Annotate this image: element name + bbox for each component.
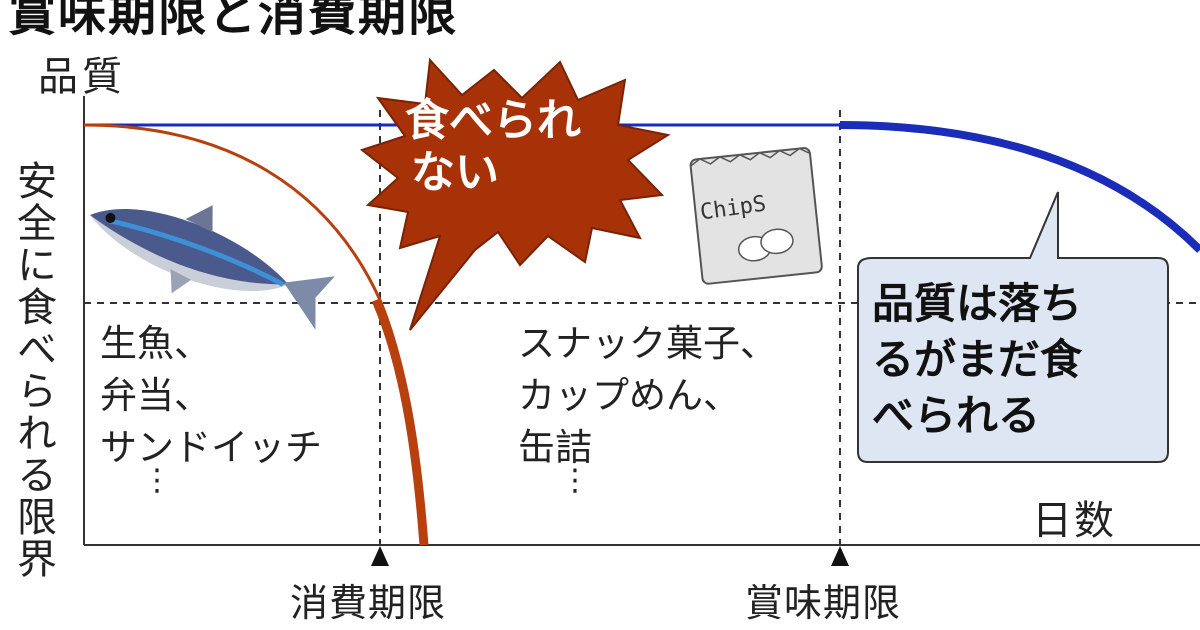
callout-line: るがまだ食 [872, 335, 1083, 384]
list-item: カップめん、 [518, 374, 740, 417]
chips-bag-icon [689, 147, 823, 285]
list-item: スナック菓子、 [518, 322, 777, 365]
list-item: 弁当、 [100, 374, 211, 417]
callout-line: 食べられ [405, 95, 581, 146]
shelf-stable-examples: スナック菓子、 カップめん、 缶詰 ⋮ [518, 318, 777, 498]
safe-limit-label: 安全に食べられる限界 [10, 160, 56, 580]
fresh-quality-curve-bold [371, 298, 429, 546]
callout-line: 品質は落ち [872, 279, 1083, 328]
cannot-eat-callout-text: 食べられ ない [405, 95, 581, 199]
more-indicator: ⋮ [142, 463, 172, 498]
list-item: 缶詰 [518, 426, 592, 469]
quality-callout-shape [857, 191, 1169, 463]
list-item: サンドイッチ [100, 426, 322, 469]
callout-line: べられる [872, 391, 1041, 440]
fresh-food-examples: 生魚、 弁当、 サンドイッチ ⋮ [100, 318, 322, 498]
consume-by-label: 消費期限 [290, 581, 447, 625]
best-before-tick [831, 546, 849, 566]
best-before-label: 賞味期限 [745, 581, 902, 625]
shelf-quality-decline [839, 121, 1200, 253]
more-indicator: ⋮ [560, 463, 590, 498]
callout-line: ない [411, 147, 499, 198]
list-item: 生魚、 [100, 322, 211, 365]
diagram-title: 賞味期限と消費期限 [8, 0, 459, 42]
still-edible-callout-text: 品質は落ち るがまだ食 べられる [872, 276, 1082, 444]
burst-callout-shape [359, 57, 671, 331]
x-axis-label: 日数 [1032, 498, 1116, 544]
consume-by-tick [371, 546, 389, 566]
y-axis-label: 品質 [38, 54, 126, 100]
fish-icon [90, 205, 335, 330]
